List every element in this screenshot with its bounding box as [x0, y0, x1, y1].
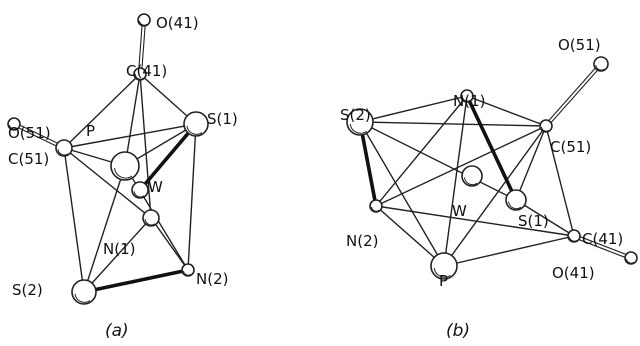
atom-s2: [71, 279, 97, 305]
bond-line: [466, 95, 547, 127]
bond-line: [443, 95, 468, 267]
bond-s2-n2: [82, 268, 190, 294]
atom-o51: [593, 56, 609, 72]
atom-label-c41: C(41): [126, 62, 167, 80]
atom-label-s1-b: S(1): [518, 212, 549, 230]
bond-c41-o41: [571, 233, 634, 261]
atom-n2: [181, 263, 195, 277]
atom-s1: [505, 189, 527, 211]
bond-line: [375, 205, 575, 237]
atom-label-c51: C(51): [8, 150, 49, 168]
atom-n1: [142, 209, 160, 227]
atom-c51: [539, 119, 553, 133]
atom-label-o41: O(41): [156, 14, 199, 32]
atom-c41: [133, 67, 147, 81]
panel-a-structure: [7, 13, 209, 305]
bond-line: [63, 147, 85, 293]
bond-line: [359, 95, 468, 123]
atom-o41: [624, 251, 638, 265]
bond-line: [515, 199, 575, 237]
atom-p: [110, 151, 140, 181]
atom-label-n2: N(2): [196, 270, 228, 288]
atom-s1: [183, 111, 209, 137]
atom-label-s1: S(1): [207, 110, 238, 128]
atom-label-s2: S(2): [12, 281, 43, 299]
atom-p: [430, 252, 458, 280]
atom-c41: [567, 229, 581, 243]
bond-line: [375, 95, 468, 207]
panel-a-caption: (a): [105, 321, 129, 341]
bond-line: [63, 123, 197, 149]
atom-label-o41-b: O(41): [552, 264, 595, 282]
bond-line: [83, 165, 126, 293]
bond-line: [63, 73, 141, 149]
atom-label-n1: N(1): [103, 240, 135, 258]
bond-line: [187, 123, 197, 271]
atom-label-n1-b: N(1): [453, 92, 485, 110]
bond-s2-n2: [358, 120, 378, 208]
bond-c51-o51: [11, 121, 67, 151]
atom-label-w: W: [148, 178, 163, 196]
bond-line: [443, 125, 547, 267]
bond-line: [150, 217, 189, 271]
bond-line: [83, 217, 152, 293]
atom-label-s2-b: S(2): [340, 106, 371, 124]
atom-label-o51-b: O(51): [558, 36, 601, 54]
bond-c41-o41: [137, 17, 147, 77]
atom-label-c51-b: C(51): [550, 138, 591, 156]
bond-line: [515, 125, 547, 201]
bond-n1-s1: [465, 94, 518, 202]
atom-n1: [460, 89, 474, 103]
atom-n2: [369, 199, 383, 213]
atom-label-w-b: W: [452, 202, 467, 220]
atom-w: [131, 181, 149, 199]
bond-line: [139, 73, 152, 219]
panel-b-structure: [346, 56, 638, 280]
bond-line: [375, 205, 445, 267]
atom-o41: [137, 13, 151, 27]
bond-c51-o51: [543, 61, 604, 129]
bond-w-s1: [138, 122, 198, 192]
atom-w: [461, 165, 483, 187]
bond-line: [359, 121, 547, 127]
atom-c51: [55, 139, 73, 157]
bond-line: [443, 235, 575, 267]
bond-line: [359, 121, 517, 201]
atom-label-o51: O(51): [8, 124, 51, 142]
atom-label-p-b: P: [439, 272, 448, 290]
atom-label-p: P: [86, 122, 95, 140]
panel-b-caption: (b): [446, 321, 470, 341]
bond-line: [545, 125, 575, 237]
atom-s2: [346, 108, 374, 136]
bond-line: [124, 73, 141, 167]
bond-line: [63, 147, 152, 219]
atom-o51: [7, 117, 21, 131]
atom-label-c41-b: C(41): [582, 230, 623, 248]
atom-label-n2-b: N(2): [346, 232, 378, 250]
bond-line: [375, 125, 547, 207]
